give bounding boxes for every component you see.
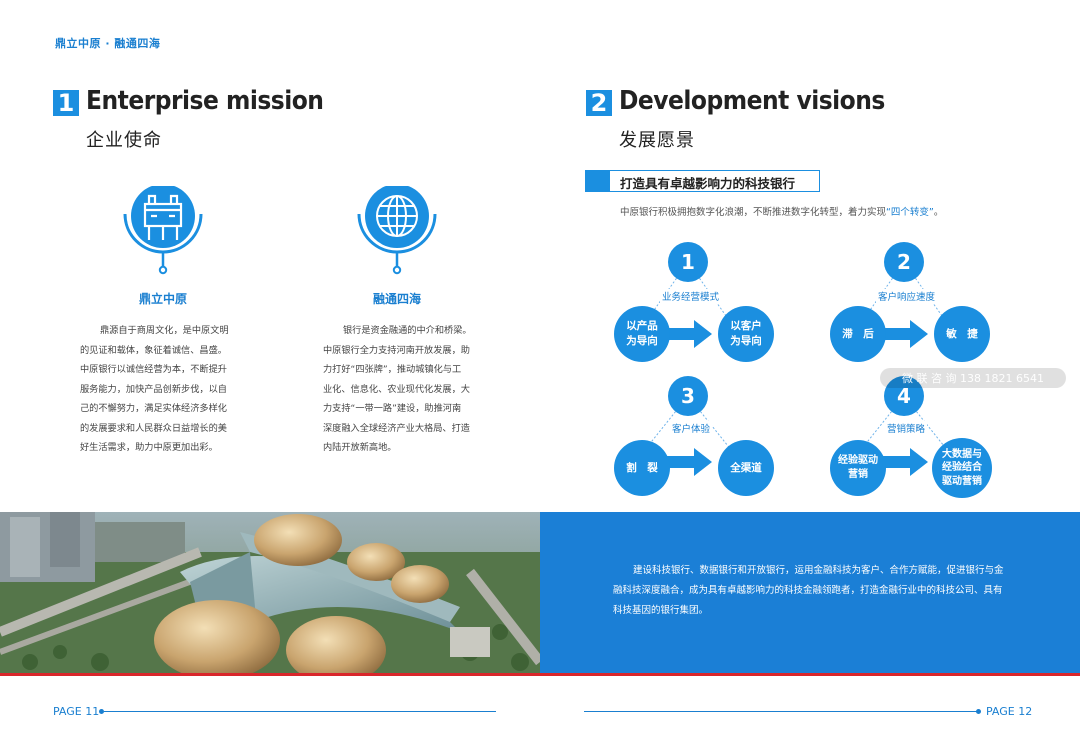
vision-slogan: 打造具有卓越影响力的科技银行 xyxy=(620,176,796,191)
transform-label-3: 客户体验 xyxy=(670,421,713,435)
circle-text: 为导向 xyxy=(730,335,762,347)
circle-text: 敏 捷 xyxy=(946,327,978,340)
intro-text: 中原银行积极拥抱数字化浪潮，不断推进数字化转型，着力实现 xyxy=(620,207,887,218)
transform-from-3: 割 裂 xyxy=(614,440,670,496)
paragraph-line: 己的不懈努力，满足实体经济多样化 xyxy=(80,403,227,414)
paragraph-line: 深度融入全球经济产业大格局、打造 xyxy=(323,422,470,434)
vision-title-cn: 发展愿景 xyxy=(619,130,695,151)
vision-statement: 建设科技银行、数据银行和开放银行，运用金融科技为客户、合作方赋能，促进银行与金 … xyxy=(613,561,1008,621)
paragraph-line: 鼎源自于商周文化，是中原文明 xyxy=(100,325,229,336)
transform-to-1: 以客户为导向 xyxy=(718,306,774,362)
intro-end: 。 xyxy=(933,207,944,218)
section-number-1: 1 xyxy=(53,90,79,116)
transform-number-3: 3 xyxy=(668,376,708,416)
paragraph-line: 的发展要求和人民群众日益增长的美 xyxy=(80,422,227,434)
paragraph-line: 力支持“一带一路”建设，助推河南 xyxy=(323,403,462,414)
transform-from-1: 以产品为导向 xyxy=(614,306,670,362)
circle-text: 为导向 xyxy=(626,335,658,347)
mission-paragraph-2: 银行是资金融通的中介和桥梁。 中原银行全力支持河南开放发展，助 力打好“四张牌”… xyxy=(323,321,493,458)
transform-from-4: 经验驱动营销 xyxy=(830,440,886,496)
mission-paragraph-1: 鼎源自于商周文化，是中原文明 的见证和载体，象征着诚信、昌盛。 中原银行以诚信经… xyxy=(80,321,250,458)
paragraph-line: 业化、信息化、农业现代化发展，大 xyxy=(323,383,470,395)
transform-number-2: 2 xyxy=(884,242,924,282)
section-number-2: 2 xyxy=(586,90,612,116)
vision-statement-panel xyxy=(540,512,1080,674)
transform-label-2: 客户响应速度 xyxy=(876,289,938,303)
mission-item-title-2: 融通四海 xyxy=(372,292,421,306)
globe-icon xyxy=(355,184,439,286)
footer-line xyxy=(584,711,977,712)
paragraph-line: 好生活需求，助力中原更加出彩。 xyxy=(80,442,218,453)
transform-number-1: 1 xyxy=(668,242,708,282)
circle-text: 以客户 xyxy=(730,320,762,332)
paragraph-line: 力打好“四张牌”，推动城镇化与工 xyxy=(323,364,462,375)
circle-text: 营销 xyxy=(848,469,868,480)
paragraph-line: 内陆开放新高地。 xyxy=(323,442,397,453)
paragraph-line: 中原银行全力支持河南开放发展，助 xyxy=(323,344,470,356)
circle-text: 经验驱动 xyxy=(838,455,878,466)
transform-to-2: 敏 捷 xyxy=(934,306,990,362)
circle-text: 驱动营销 xyxy=(942,475,982,487)
vision-intro: 中原银行积极拥抱数字化浪潮，不断推进数字化转型，着力实现“四个转变”。 xyxy=(620,204,943,218)
transform-label-1: 业务经营模式 xyxy=(660,289,722,303)
transform-number-4: 4 xyxy=(884,376,924,416)
vision-title-en: Development visions xyxy=(619,86,885,116)
headquarters-aerial-photo xyxy=(0,512,540,674)
transform-to-4: 大数据与经验结合驱动营销 xyxy=(932,438,992,498)
transform-to-3: 全渠道 xyxy=(718,440,774,496)
paragraph-line: 中原银行以诚信经营为本，不断提升 xyxy=(80,364,227,375)
statement-line: 融科技深度融合，成为具有卓越影响力的科技金融领跑者，打造金融行业中的科技公司、具… xyxy=(613,585,1003,596)
bottom-rule xyxy=(0,673,1080,676)
transform-label-4: 营销策略 xyxy=(885,421,928,435)
ding-vessel-icon xyxy=(121,184,205,286)
transform-from-2: 滞 后 xyxy=(830,306,886,362)
paragraph-line: 的见证和载体，象征着诚信、昌盛。 xyxy=(80,344,227,356)
slogan-box xyxy=(585,170,820,192)
circle-text: 割 裂 xyxy=(626,461,658,474)
statement-line: 科技基因的银行集团。 xyxy=(613,605,709,616)
mission-title-cn: 企业使命 xyxy=(86,130,162,151)
paragraph-line: 银行是资金融通的中介和桥梁。 xyxy=(343,325,472,336)
intro-highlight: “四个转变” xyxy=(886,207,934,218)
statement-line: 建设科技银行、数据银行和开放银行，运用金融科技为客户、合作方赋能，促进银行与金 xyxy=(633,565,1004,576)
circle-text: 经验结合 xyxy=(942,462,982,474)
paragraph-line: 服务能力，加快产品创新步伐，以自 xyxy=(80,383,227,395)
brand-tagline: 鼎立中原 · 融通四海 xyxy=(55,37,161,50)
mission-item-title-1: 鼎立中原 xyxy=(138,292,187,306)
footer-dot xyxy=(976,709,981,714)
watermark: 微 联 咨 询 138 1821 6541 xyxy=(880,368,1066,388)
footer-dot xyxy=(99,709,104,714)
mission-title-en: Enterprise mission xyxy=(86,86,324,116)
circle-text: 大数据与 xyxy=(942,448,982,460)
page-number-left: PAGE 11 xyxy=(53,705,100,718)
circle-text: 以产品 xyxy=(626,320,658,332)
circle-text: 全渠道 xyxy=(730,461,762,474)
page-number-right: PAGE 12 xyxy=(986,705,1033,718)
footer-line xyxy=(104,711,496,712)
circle-text: 滞 后 xyxy=(842,327,874,340)
